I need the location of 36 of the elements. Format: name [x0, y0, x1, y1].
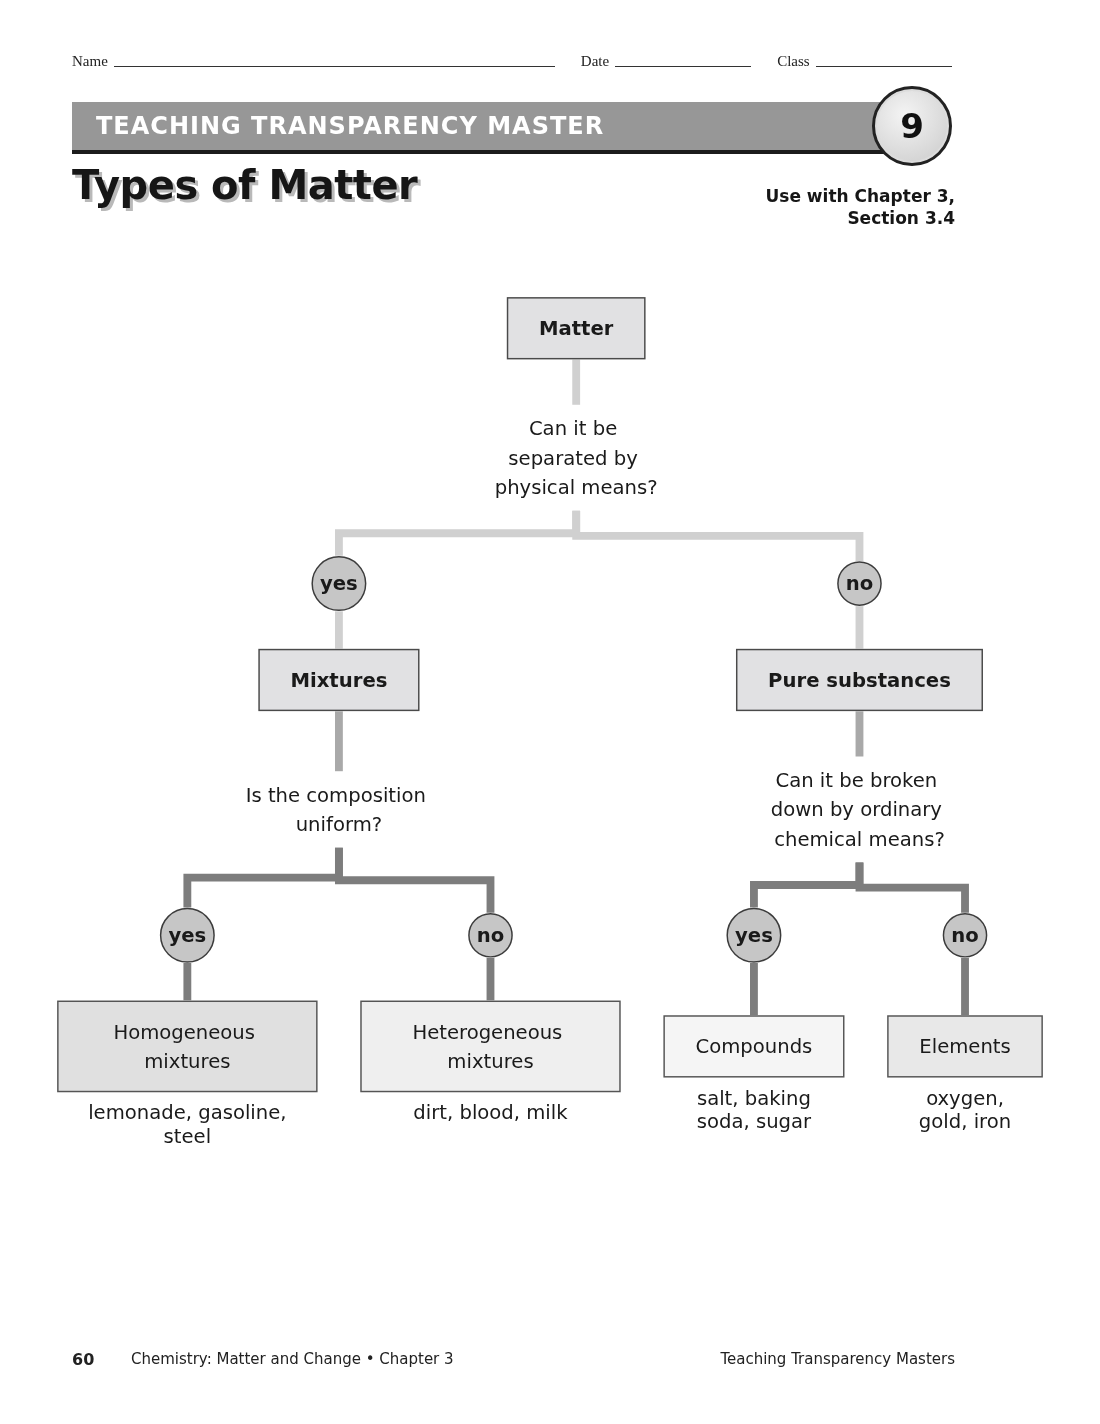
example-caption: oxygen, gold, iron [917, 1086, 1013, 1134]
category-box: Homogeneous mixtures [57, 1000, 318, 1093]
footer-text: Chemistry: Matter and Change • Chapter 3 [131, 1350, 454, 1368]
example-caption: lemonade, gasoline, steel [87, 1101, 288, 1149]
example-caption: dirt, blood, milk [412, 1101, 569, 1125]
category-box: Mixtures [258, 648, 420, 712]
page-number: 60 [72, 1350, 95, 1369]
answer-circle: yes [311, 556, 367, 612]
answer-circle: no [468, 913, 513, 958]
connector-line [750, 963, 758, 1015]
connector-line [183, 963, 192, 1001]
chapter-reference: Use with Chapter 3, Section 3.4 [764, 185, 955, 229]
question-text: Is the composition uniform? [245, 783, 426, 836]
connector-line [855, 606, 864, 649]
banner-heading: TEACHING TRANSPARENCY MASTER [96, 112, 605, 140]
category-box: Heterogeneous mixtures [360, 1000, 621, 1093]
category-box: Pure substances [735, 648, 983, 712]
category-box: Elements [887, 1015, 1043, 1078]
category-box: Compounds [663, 1015, 845, 1078]
connector-line [961, 957, 969, 1015]
footer-text: Teaching Transparency Masters [720, 1350, 955, 1368]
answer-circle: no [942, 913, 988, 958]
field-label: Class [777, 52, 810, 70]
category-box: Matter [506, 297, 646, 360]
answer-circle: yes [159, 907, 215, 963]
question-text: Can it be broken down by ordinary chemical means? [770, 768, 945, 851]
question-text: Can it be separated by physical means? [494, 416, 658, 499]
answer-circle: yes [726, 907, 782, 963]
field-label: Date [580, 52, 610, 70]
transparency-number: 9 [872, 86, 952, 166]
field-label: Name [72, 52, 108, 70]
page-title: Types of Matter [72, 162, 418, 208]
answer-circle: no [837, 561, 882, 606]
connector-line [335, 611, 343, 649]
connector-line [486, 957, 495, 1001]
example-caption: salt, baking soda, sugar [695, 1086, 813, 1134]
